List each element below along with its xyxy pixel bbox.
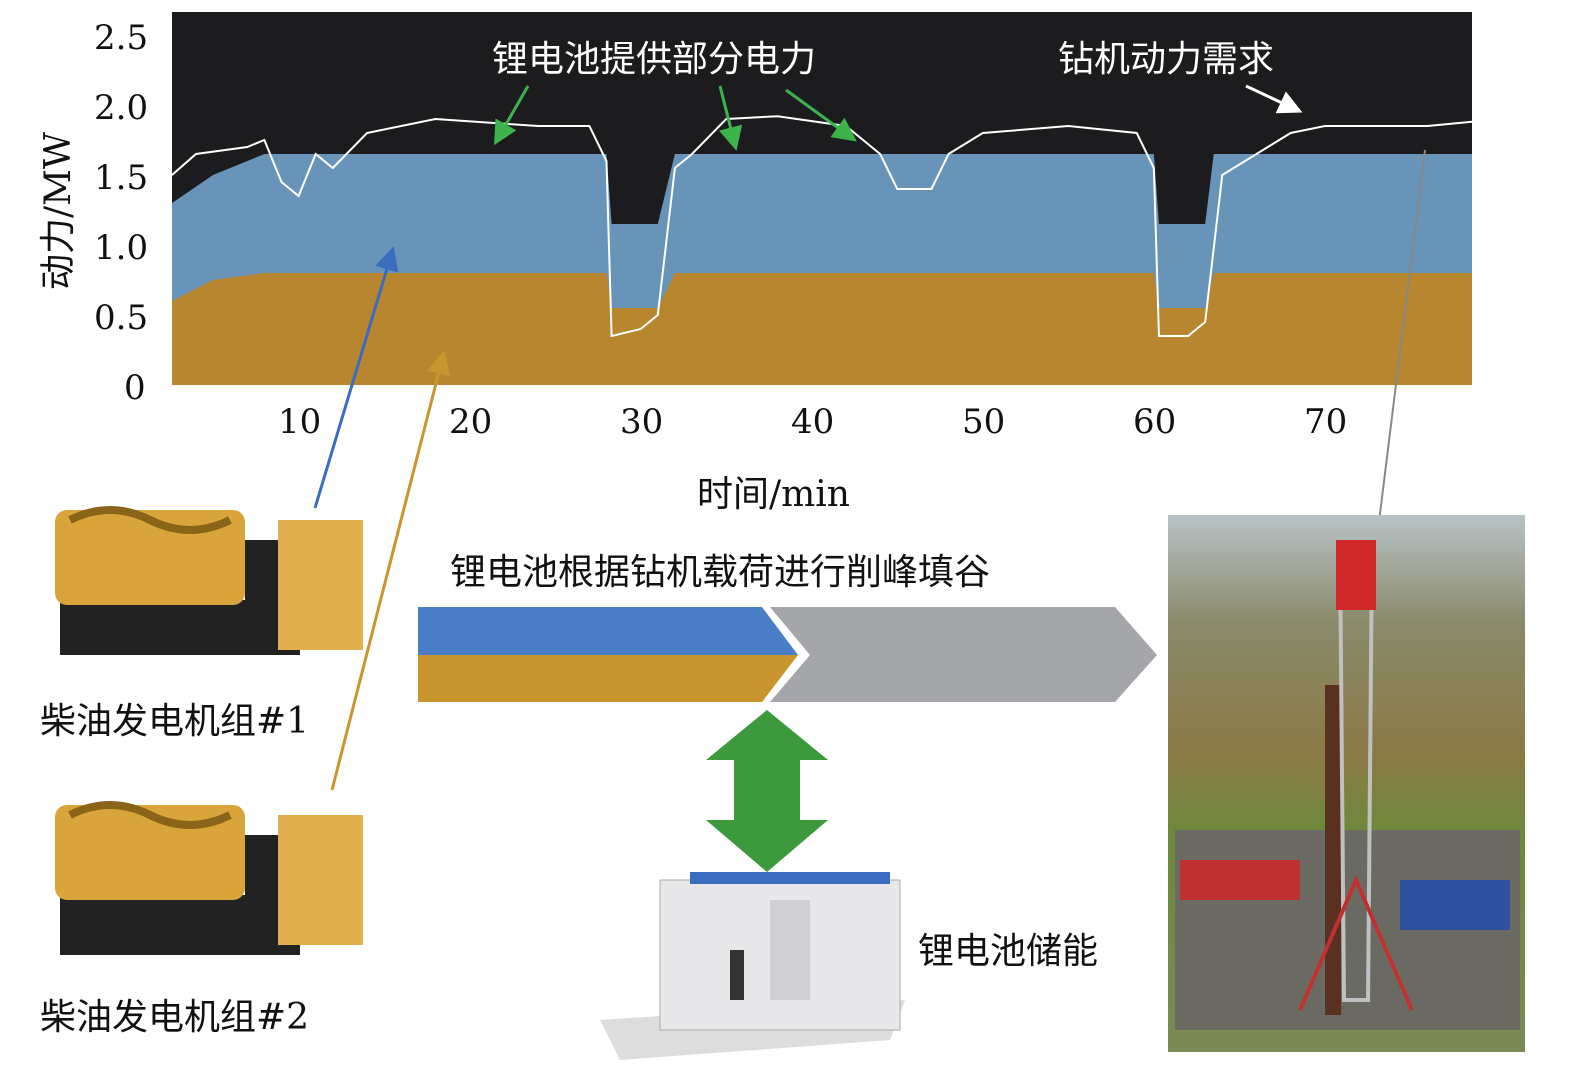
- y-tick: 1.0: [94, 228, 149, 268]
- y-tick: 2.0: [94, 88, 149, 128]
- x-tick: 70: [1304, 402, 1348, 442]
- x-tick: 10: [278, 402, 322, 442]
- y-tick: 2.5: [94, 18, 149, 58]
- x-tick: 40: [791, 402, 835, 442]
- gen1-label: 柴油发电机组#1: [40, 701, 310, 742]
- annotation-arrow: [785, 88, 857, 142]
- gen2-label: 柴油发电机组#2: [40, 997, 310, 1038]
- generator-2-image: [55, 801, 363, 955]
- y-tick: 0: [124, 368, 146, 408]
- gray-flow-arrow: [770, 607, 1157, 702]
- x-tick: 20: [449, 402, 493, 442]
- orange-flow-arrow: [418, 655, 798, 702]
- demand-annotation: 钻机动力需求: [1058, 39, 1275, 80]
- battery-storage-image: [600, 872, 905, 1060]
- shaving-label: 锂电池根据钻机载荷进行削峰填谷: [450, 552, 991, 593]
- y-axis-label: 动力/MW: [38, 132, 79, 290]
- drilling-rig-image: [1168, 515, 1525, 1052]
- y-tick: 1.5: [94, 158, 149, 198]
- x-axis-label: 时间/min: [697, 474, 850, 515]
- battery-annotation: 锂电池提供部分电力: [492, 39, 817, 80]
- bidirectional-arrow: [706, 710, 828, 872]
- gen1-link-arrow: [313, 246, 399, 509]
- generator-1-image: [55, 506, 363, 655]
- gen2-link-arrow: [330, 350, 451, 791]
- annotation-arrow: [494, 85, 530, 146]
- battery-label: 锂电池储能: [918, 931, 1099, 972]
- x-tick: 50: [962, 402, 1006, 442]
- y-tick: 0.5: [94, 298, 149, 338]
- blue-flow-arrow: [418, 607, 798, 655]
- x-tick: 60: [1133, 402, 1177, 442]
- annotation-arrow: [718, 85, 743, 151]
- x-tick: 30: [620, 402, 664, 442]
- demand-line: [171, 115, 1473, 338]
- annotation-arrow: [1245, 84, 1303, 114]
- rig-link-arrow: [1370, 149, 1426, 542]
- area-gen2: [172, 273, 1472, 385]
